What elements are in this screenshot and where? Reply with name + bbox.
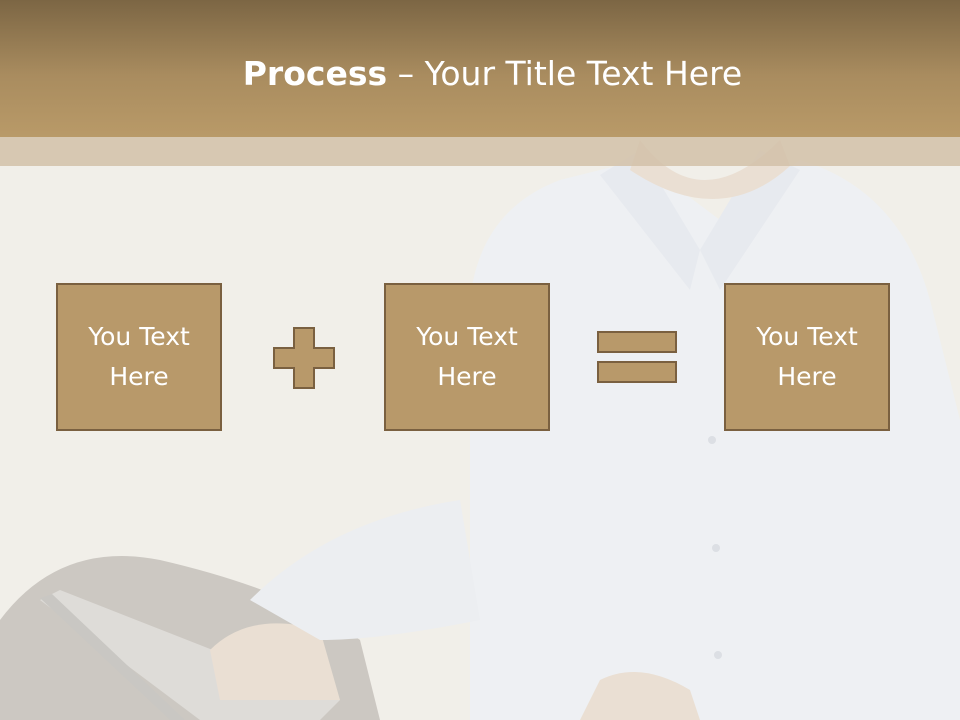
- header-strip: [0, 137, 960, 166]
- text-box-label: You Text Here: [88, 322, 190, 391]
- text-box-1: You Text Here: [56, 283, 222, 431]
- text-box-3: You Text Here: [724, 283, 890, 431]
- header-bar: [0, 0, 960, 137]
- title-rest: Your Title Text Here: [424, 54, 743, 93]
- plus-icon: [273, 327, 335, 389]
- title-bold: Process: [242, 54, 388, 93]
- equals-icon: [597, 331, 677, 383]
- slide-title: Process – Your Title Text Here: [0, 52, 960, 96]
- text-box-2: You Text Here: [384, 283, 550, 431]
- title-separator: –: [387, 54, 425, 93]
- text-box-label: You Text Here: [756, 322, 858, 391]
- text-box-label: You Text Here: [416, 322, 518, 391]
